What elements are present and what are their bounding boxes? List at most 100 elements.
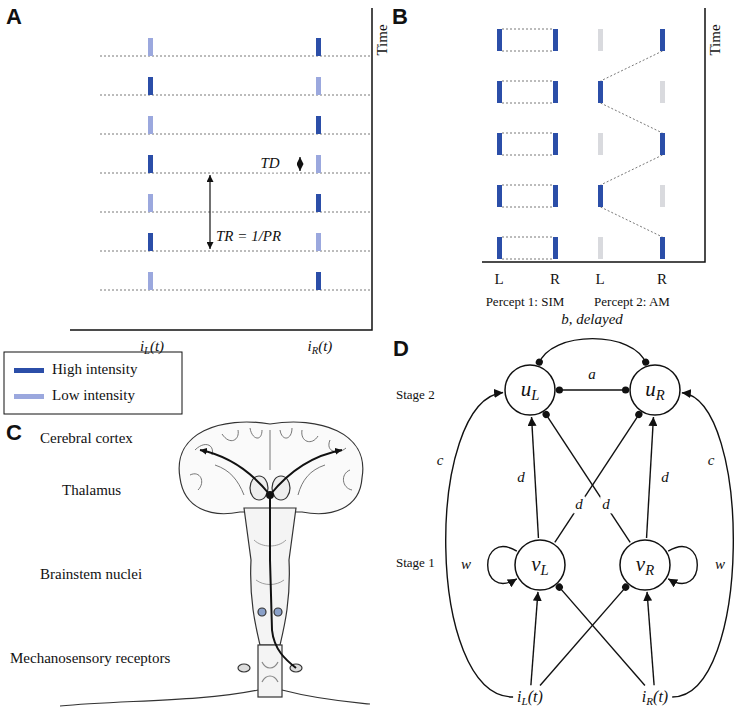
time-axis [482, 8, 705, 262]
drawing-stroke [601, 51, 663, 81]
legend-text: High intensity [52, 361, 137, 378]
population-circle: νR [619, 539, 671, 591]
legend-swatch [14, 394, 44, 399]
connector [555, 413, 640, 543]
brainstem-nucleus [258, 608, 266, 616]
drawing-stroke [482, 8, 705, 262]
weight-label: d [573, 496, 585, 513]
drawing-stroke [100, 290, 372, 291]
drawing-stroke [601, 207, 663, 237]
signal-name: iL(t) [140, 338, 164, 355]
node-text: iL(t) [517, 688, 543, 706]
drawing-stroke [660, 29, 665, 51]
drawing-stroke [502, 133, 553, 134]
dotted-gridlines [100, 56, 372, 290]
drawing-stroke [601, 103, 663, 133]
drawing-stroke [100, 212, 372, 213]
drawing-stroke [502, 51, 553, 52]
input-signal: iL(t) [514, 686, 546, 708]
subscript: R [312, 345, 318, 356]
drawing-stroke [316, 77, 321, 95]
spinal-cord [258, 645, 282, 697]
drawing-stroke [497, 237, 502, 259]
drawing-stroke [553, 237, 558, 259]
input-signal: iR(t) [639, 686, 671, 708]
drawing-stroke [660, 237, 665, 259]
legend-swatch [14, 368, 44, 373]
connector [647, 592, 654, 685]
node-text: iR(t) [642, 688, 668, 706]
cortex-folds [190, 428, 352, 495]
node-text: uL [521, 378, 540, 401]
connector [545, 413, 630, 543]
drawing-stroke [660, 81, 665, 103]
panel-letter: A [6, 4, 22, 29]
subscript: L [522, 695, 528, 707]
subscript: L [531, 387, 539, 403]
subscript: R [656, 387, 665, 403]
drawing-stroke [660, 185, 665, 207]
subscript: L [541, 562, 549, 578]
drawing-stroke [502, 207, 553, 208]
drawing-stroke [70, 8, 372, 330]
connector [557, 389, 628, 390]
drawing-stroke [502, 185, 553, 186]
drawing-stroke [497, 81, 502, 103]
node-text: uR [645, 378, 664, 401]
drawing-stroke [316, 233, 321, 251]
somatosensory-pathway [200, 450, 342, 668]
legend-box [4, 352, 182, 414]
drawing-stroke [148, 155, 153, 173]
signal-name: iR(t) [308, 338, 333, 355]
population-circle: uR [629, 364, 681, 416]
connector [540, 585, 627, 685]
legend-text: Low intensity [52, 387, 135, 404]
drawing-stroke [316, 194, 321, 212]
node-text: νR [636, 553, 654, 576]
drawing-stroke [502, 103, 553, 104]
drawing-stroke [316, 38, 321, 56]
drawing-stroke [502, 29, 553, 30]
drawing-stroke [598, 237, 603, 259]
weight-label: d [659, 469, 671, 486]
drawing-stroke [316, 116, 321, 134]
drawing-stroke [100, 173, 372, 174]
connector [488, 547, 517, 584]
connector [532, 417, 539, 538]
axis-label: Time [374, 24, 391, 55]
drawing-stroke [270, 495, 296, 668]
weight-label: w [459, 556, 473, 573]
drawing-stroke [497, 133, 502, 155]
side-label: L [494, 271, 503, 288]
side-label: R [550, 271, 560, 288]
subscript: L [144, 345, 150, 356]
connector [531, 592, 538, 685]
connector [647, 417, 654, 538]
drawing-stroke [148, 38, 153, 56]
connector [539, 339, 647, 365]
drawing-stroke [316, 272, 321, 290]
drawing-stroke [200, 450, 270, 495]
population-circle: uL [504, 364, 556, 416]
drawing-stroke [497, 29, 502, 51]
panel-letter: C [6, 420, 22, 445]
percept-label: Percept 1: SIM [486, 295, 565, 310]
anatomy-label: Brainstem nuclei [40, 566, 142, 583]
side-label: L [595, 271, 604, 288]
weight-label: d [600, 496, 612, 513]
subscript: R [645, 562, 654, 578]
drawing-stroke [502, 237, 553, 238]
anatomy-label: Mechanosensory receptors [10, 650, 170, 667]
drawing-stroke [502, 155, 553, 156]
drawing-stroke [148, 194, 153, 212]
drawing-stroke [553, 185, 558, 207]
subscript: R [646, 695, 653, 707]
drawing-stroke [100, 95, 372, 96]
population-circle: νL [514, 539, 566, 591]
drawing-stroke [601, 155, 663, 185]
drawing-stroke [148, 272, 153, 290]
anatomy-label: Cerebral cortex [40, 430, 133, 447]
interval-label: TD [260, 155, 279, 172]
drawing-stroke [598, 29, 603, 51]
